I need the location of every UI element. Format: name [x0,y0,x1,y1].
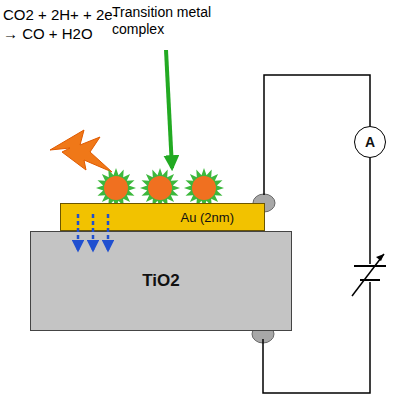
node-label: TiO2 [142,271,179,291]
node-label: A [365,134,375,150]
lightning-bolt [50,130,112,172]
callout-text: Transition metal complex [112,4,232,38]
complex-core [192,176,216,200]
complex-rim [140,168,180,208]
au-layer: Au (2nm) [60,203,265,231]
complex-core [148,176,172,200]
metal-complexes [96,168,224,208]
complex-rim [184,168,224,208]
complex-core [104,176,128,200]
complex-rim [96,168,136,208]
variable-voltage-source [352,254,388,296]
circuit-wire [264,75,370,195]
pointer-arrow [166,50,172,168]
node-label: Au (2nm) [181,210,234,225]
tio2-substrate: TiO2 [30,231,292,331]
ammeter: A [354,126,386,158]
